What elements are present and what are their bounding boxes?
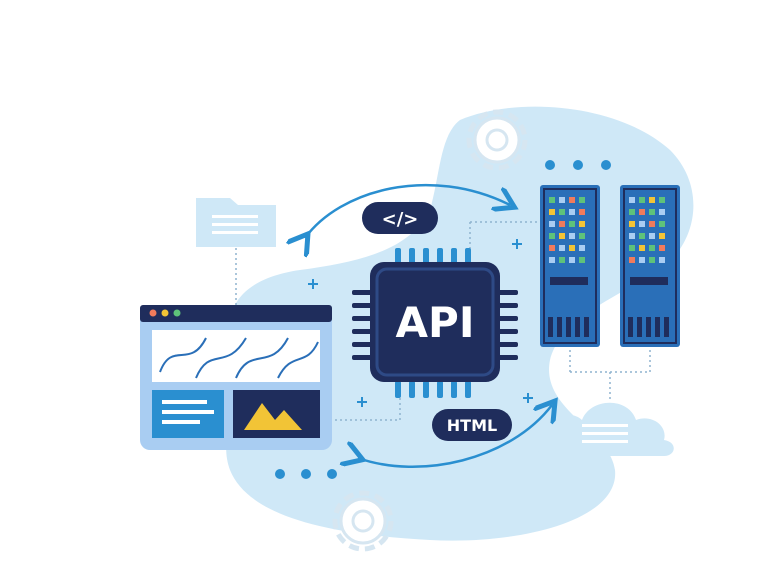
browser-window-icon — [140, 305, 332, 450]
html-badge: HTML — [432, 409, 512, 441]
arrow-bottom — [358, 405, 552, 468]
cloud-icon — [536, 402, 674, 456]
gear-icon — [466, 109, 528, 171]
server-rack-icon — [620, 185, 680, 347]
arrow-top — [305, 183, 510, 238]
code-badge: </> — [362, 202, 438, 234]
mountain-image-icon — [233, 390, 320, 438]
server-rack-icon — [540, 185, 600, 347]
dots-decor — [275, 160, 611, 479]
code-badge-label: </> — [382, 209, 419, 230]
html-badge-label: HTML — [447, 416, 497, 435]
gear-icon — [332, 490, 394, 552]
chip-label: API — [396, 298, 475, 347]
folder-icon — [196, 198, 276, 247]
cpu-chip-icon: API — [352, 248, 518, 398]
